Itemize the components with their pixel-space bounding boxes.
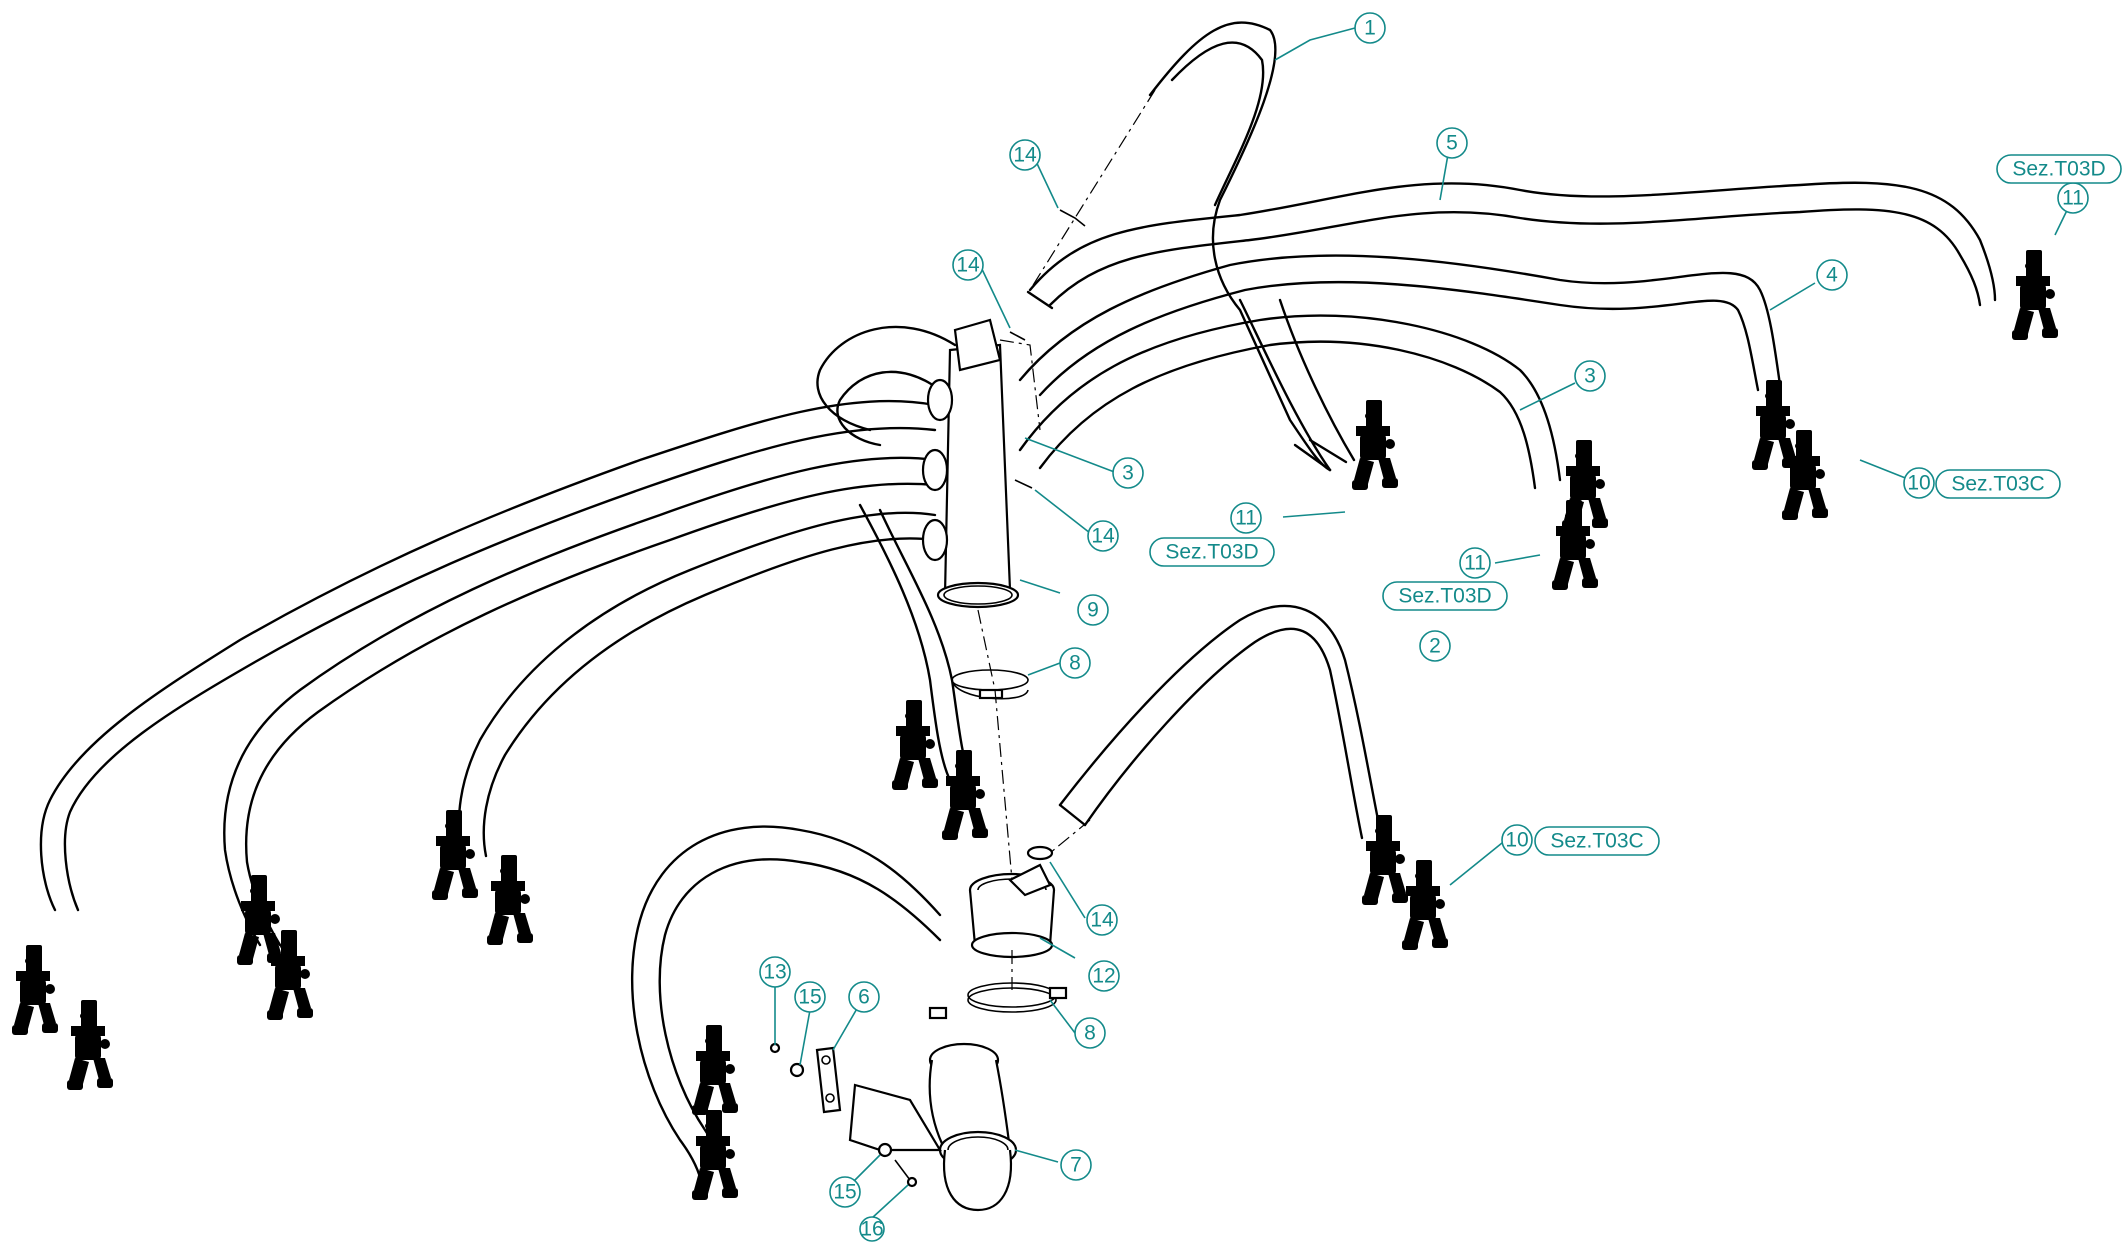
- callout-7: 7: [1060, 1149, 1092, 1181]
- callout-8-upper: 8: [1059, 647, 1091, 679]
- plate-6: [815, 1046, 842, 1114]
- svg-text:Sez.T03D: Sez.T03D: [1398, 585, 1491, 608]
- callout-14-top: 14: [1009, 139, 1041, 171]
- svg-text:8: 8: [1069, 652, 1081, 675]
- svg-text:14: 14: [1090, 909, 1114, 932]
- svg-text:13: 13: [763, 961, 786, 984]
- svg-text:10: 10: [1505, 829, 1528, 852]
- svg-text:1: 1: [1364, 17, 1376, 40]
- clips-14: [1009, 209, 1086, 861]
- callout-12: 12: [1088, 960, 1120, 992]
- svg-text:Sez.T03C: Sez.T03C: [1550, 830, 1643, 853]
- callout-15-upper: 15: [794, 981, 826, 1013]
- callout-3-left: 3: [1112, 457, 1144, 489]
- section-ref-topright: Sez.T03D: [1996, 154, 2122, 184]
- svg-text:14: 14: [1091, 525, 1115, 548]
- svg-text:10: 10: [1907, 472, 1930, 495]
- section-ref-lower: Sez.T03C: [1534, 826, 1660, 856]
- section-ref-left: Sez.T03D: [1149, 537, 1275, 567]
- callout-10-right: 10: [1903, 467, 1935, 499]
- hose-2: [1058, 604, 1382, 840]
- svg-text:11: 11: [1464, 552, 1486, 575]
- clamp-8-lower: [928, 982, 1068, 1020]
- callout-15-lower: 15: [829, 1176, 861, 1208]
- svg-text:3: 3: [1584, 365, 1596, 388]
- svg-text:15: 15: [798, 986, 821, 1009]
- svg-text:2: 2: [1429, 635, 1441, 658]
- callout-9: 9: [1077, 594, 1109, 626]
- callout-4: 4: [1816, 259, 1848, 291]
- callout-16: 16: [859, 1216, 885, 1242]
- center-lines: [977, 89, 1156, 990]
- callout-2: 2: [1419, 630, 1451, 662]
- svg-text:14: 14: [1013, 144, 1037, 167]
- callout-11-left: 11: [1230, 502, 1262, 534]
- svg-text:16: 16: [860, 1218, 883, 1241]
- hose-1: [1148, 21, 1356, 472]
- callout-11-mid: 11: [1459, 547, 1491, 579]
- hose-5: [1026, 181, 1997, 310]
- svg-text:Sez.T03D: Sez.T03D: [1165, 541, 1258, 564]
- callout-14-mid: 14: [1087, 520, 1119, 552]
- svg-text:11: 11: [2062, 187, 2084, 210]
- svg-text:3: 3: [1122, 462, 1134, 485]
- section-ref-mid: Sez.T03D: [1382, 581, 1508, 611]
- svg-text:5: 5: [1446, 132, 1458, 155]
- callout-14-lower: 14: [1086, 904, 1118, 936]
- svg-text:4: 4: [1826, 264, 1838, 287]
- nozzle-assemblies: [11, 249, 2059, 1201]
- callout-14-manifold: 14: [952, 249, 984, 281]
- svg-text:11: 11: [1235, 507, 1257, 530]
- callout-13: 13: [759, 956, 791, 988]
- svg-text:12: 12: [1092, 965, 1115, 988]
- svg-text:8: 8: [1084, 1022, 1096, 1045]
- callout-3-right: 3: [1574, 360, 1606, 392]
- svg-text:7: 7: [1070, 1154, 1082, 1177]
- callout-10-lower: 10: [1501, 824, 1533, 856]
- callout-1: 1: [1354, 12, 1386, 44]
- callout-5: 5: [1436, 127, 1468, 159]
- svg-text:14: 14: [956, 254, 980, 277]
- fitting-12: [968, 863, 1056, 959]
- leader-lines: [774, 27, 2073, 1219]
- clamp-8-upper: [951, 669, 1029, 700]
- svg-text:6: 6: [858, 986, 870, 1009]
- section-ref-right: Sez.T03C: [1935, 469, 2061, 499]
- manifold-9: [921, 318, 1020, 609]
- hose-3: [1018, 314, 1562, 490]
- callout-11-topright: 11: [2057, 182, 2089, 214]
- hose-left-group: [39, 325, 972, 947]
- callout-8-lower: 8: [1074, 1017, 1106, 1049]
- hardware-13-15-16: [769, 1042, 918, 1188]
- svg-text:9: 9: [1087, 599, 1099, 622]
- svg-text:Sez.T03C: Sez.T03C: [1951, 473, 2044, 496]
- hose-lower-left: [630, 825, 942, 1187]
- svg-text:Sez.T03D: Sez.T03D: [2012, 158, 2105, 181]
- hose-4: [1018, 254, 1782, 397]
- svg-text:15: 15: [833, 1181, 856, 1204]
- callout-6: 6: [848, 981, 880, 1013]
- elbow-7: [848, 1042, 1018, 1212]
